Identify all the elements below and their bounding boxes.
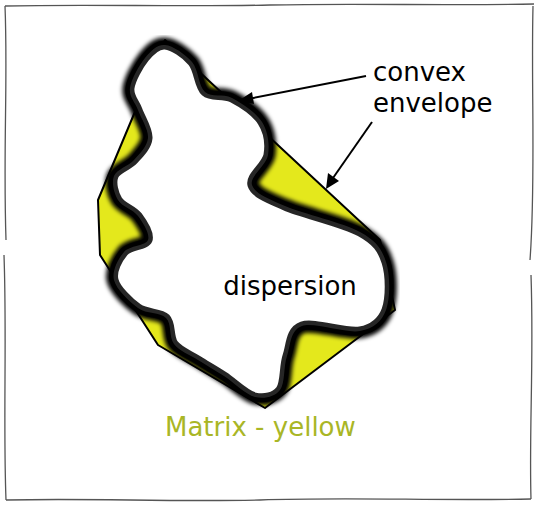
arrowhead <box>326 173 339 189</box>
convex-envelope <box>98 40 395 408</box>
blob-border <box>113 45 389 398</box>
dispersion-blob: dispersion <box>95 35 400 415</box>
blob-outline <box>95 35 400 415</box>
leader-line <box>333 122 372 178</box>
callout-label: convex envelope <box>373 57 533 119</box>
blob-fill <box>113 45 389 398</box>
matrix-frame <box>4 6 6 500</box>
leader-line <box>248 76 366 99</box>
node-text: dispersion <box>223 272 357 302</box>
matrix-frame <box>530 6 533 499</box>
matrix-frame <box>6 499 531 501</box>
region-label: Matrix - yellow <box>165 412 356 443</box>
matrix-frame <box>5 4 534 6</box>
blob-border <box>113 45 389 398</box>
